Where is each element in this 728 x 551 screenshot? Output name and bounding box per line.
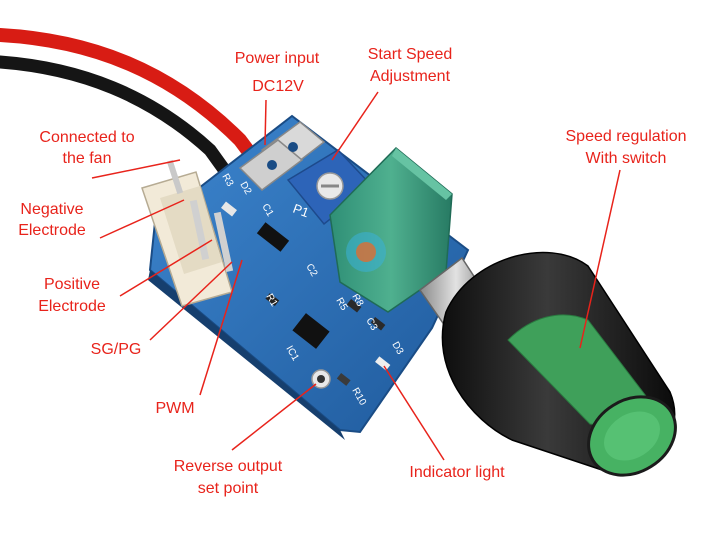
label-dc12v: DC12V bbox=[252, 78, 304, 95]
label-start-speed-1: Start Speed bbox=[367, 46, 453, 63]
label-indicator-light: Indicator light bbox=[409, 464, 505, 481]
label-sgpg: SG/PG bbox=[90, 341, 142, 358]
label-connected-1: Connected to bbox=[39, 129, 135, 146]
label-negative-1: Negative bbox=[20, 201, 84, 218]
label-speed-reg-1: Speed regulation bbox=[565, 128, 687, 145]
power-wires bbox=[0, 28, 262, 182]
reverse-output-pad bbox=[311, 369, 331, 389]
silk-p1: P1 bbox=[291, 201, 311, 221]
label-reverse-1: Reverse output bbox=[173, 458, 283, 475]
label-reverse-2: set point bbox=[197, 480, 259, 497]
red-wire bbox=[0, 28, 262, 167]
label-positive-1: Positive bbox=[43, 276, 101, 293]
power-terminals bbox=[238, 121, 326, 191]
label-negative-2: Electrode bbox=[18, 222, 86, 239]
smd-components bbox=[221, 201, 391, 386]
black-wire bbox=[0, 55, 235, 182]
label-positive-2: Electrode bbox=[38, 298, 106, 315]
label-pwm: PWM bbox=[155, 400, 195, 417]
leader-lines bbox=[91, 91, 621, 461]
knob bbox=[441, 251, 677, 477]
label-speed-reg-2: With switch bbox=[585, 150, 667, 167]
speed-potentiometer bbox=[329, 146, 453, 313]
label-start-speed-2: Adjustment bbox=[369, 68, 451, 85]
trimmer-potentiometer bbox=[286, 149, 374, 226]
label-power-input: Power input bbox=[234, 50, 320, 67]
label-connected-2: the fan bbox=[62, 150, 112, 167]
